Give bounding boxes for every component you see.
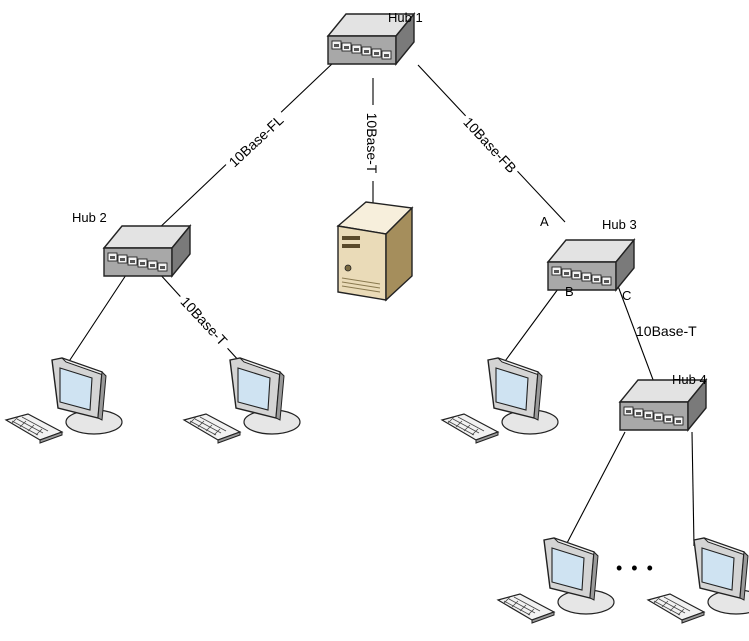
pc2-icon	[183, 357, 301, 444]
pc5-icon	[647, 537, 749, 624]
link-label-server: 10Base-T	[364, 113, 380, 174]
link-hub3-hub4	[614, 277, 656, 386]
more-devices-ellipsis: • • •	[616, 558, 655, 578]
hub3-icon	[547, 239, 635, 291]
port-c-label: C	[622, 288, 631, 303]
link-hub4-pc4	[565, 431, 626, 546]
pc3-icon	[441, 357, 559, 444]
link-label-10base-fb: 10Base-FB	[460, 114, 519, 176]
link-label-hub2-pc: 10Base-T	[177, 293, 230, 349]
hub4-label: Hub 4	[672, 372, 707, 387]
hub1-label: Hub 1	[388, 10, 423, 25]
pc1-icon	[5, 357, 123, 444]
link-hub2-pc1	[61, 274, 127, 373]
link-label-10base-fl: 10Base-FL	[226, 112, 287, 171]
port-a-label: A	[540, 214, 549, 229]
pc4-icon	[497, 537, 615, 624]
server-icon	[336, 201, 414, 302]
link-label-hub3-hub4: 10Base-T	[636, 323, 697, 339]
port-b-label: B	[565, 284, 574, 299]
hub3-label: Hub 3	[602, 217, 637, 232]
hub2-icon	[103, 225, 191, 277]
link-hub4-pc5	[691, 431, 695, 547]
hub4-icon	[619, 379, 707, 431]
hub2-label: Hub 2	[72, 210, 107, 225]
